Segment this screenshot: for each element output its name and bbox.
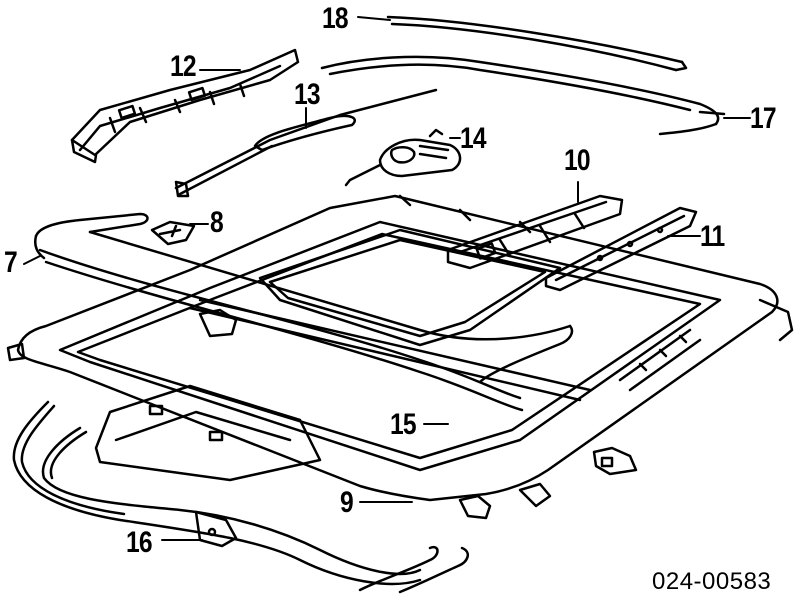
part-8-clip (150, 220, 196, 246)
part-10-bracket (446, 194, 624, 270)
callout-13: 13 (294, 78, 321, 111)
part-11-rail (544, 206, 698, 292)
callout-9: 9 (340, 486, 354, 519)
callout-14: 14 (460, 122, 487, 155)
leader-18 (357, 16, 391, 21)
leader-7 (23, 255, 41, 265)
part-17-seal (320, 55, 726, 136)
callout-15: 15 (390, 408, 417, 441)
callout-10: 10 (564, 144, 591, 177)
callout-16: 16 (126, 526, 153, 559)
callout-11: 11 (700, 220, 725, 253)
part-14-motor (344, 128, 462, 187)
callout-18: 18 (322, 2, 349, 35)
part-16-drain-hoses (12, 400, 470, 594)
callout-17: 17 (750, 102, 777, 135)
callout-12: 12 (170, 50, 197, 83)
part-main-frame (6, 194, 794, 520)
part-12-cable-guide (70, 48, 300, 164)
diagram-code: 024-00583 (652, 568, 772, 595)
callout-7: 7 (4, 246, 18, 279)
part-18-deflector (386, 15, 688, 72)
part-7-panel-frame (34, 212, 574, 412)
callout-8: 8 (210, 206, 224, 239)
